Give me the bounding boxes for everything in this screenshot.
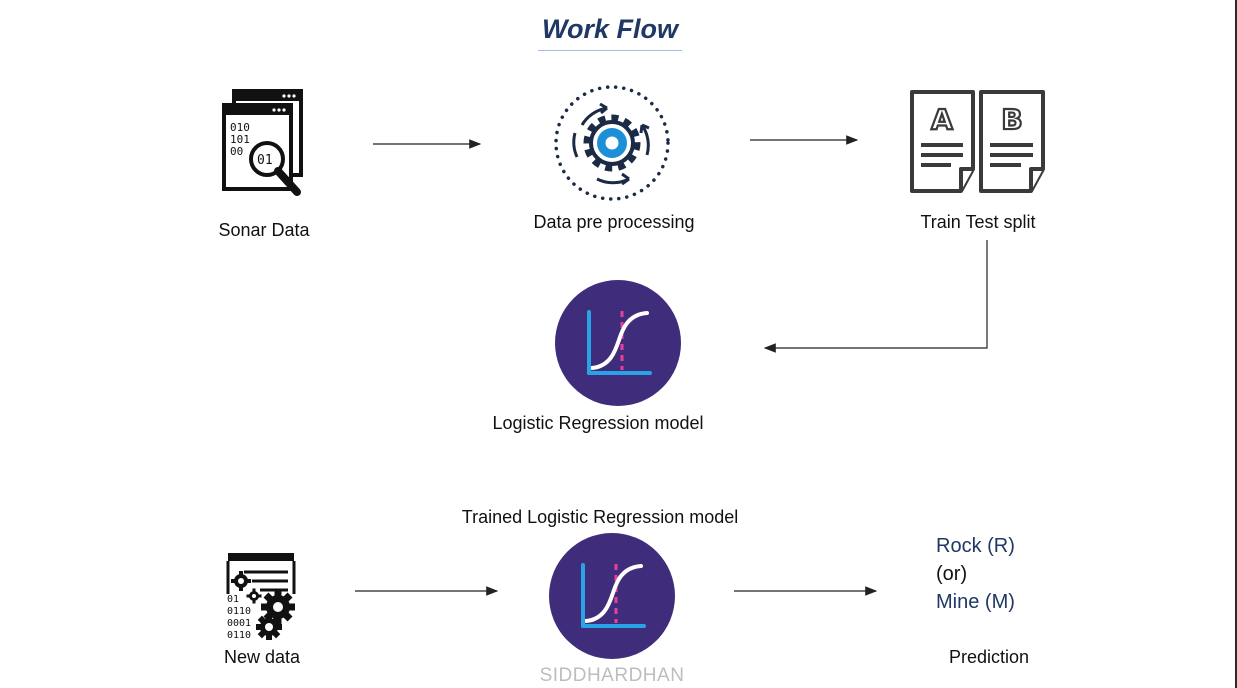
outcome-rock: Rock (R) bbox=[936, 535, 1015, 557]
node-label-prediction: Prediction bbox=[948, 647, 1030, 667]
svg-text:01: 01 bbox=[257, 153, 273, 168]
arrow-split-to-model bbox=[763, 240, 988, 353]
logistic-curve-icon bbox=[555, 280, 681, 411]
svg-text:0001: 0001 bbox=[227, 618, 251, 629]
gear-cycle-icon bbox=[549, 83, 675, 208]
node-label-new-data: New data bbox=[223, 647, 301, 667]
node-label-model: Logistic Regression model bbox=[492, 413, 704, 433]
svg-text:0110: 0110 bbox=[227, 606, 251, 617]
documents-ab-icon: A B bbox=[909, 89, 1049, 200]
binary-gears-icon: 01 0110 0001 0110 bbox=[222, 550, 302, 647]
svg-text:00: 00 bbox=[230, 145, 243, 158]
node-label-preprocessing: Data pre processing bbox=[533, 212, 695, 232]
svg-text:A: A bbox=[931, 103, 953, 136]
outcome-or: (or) bbox=[936, 563, 968, 585]
logistic-curve-icon bbox=[549, 533, 675, 664]
outcome-mine: Mine (M) bbox=[936, 591, 1015, 613]
svg-text:010: 010 bbox=[230, 121, 250, 134]
svg-text:B: B bbox=[1001, 103, 1022, 136]
svg-text:0110: 0110 bbox=[227, 630, 251, 641]
prediction-outcome: Rock (R) (or) Mine (M) bbox=[936, 532, 1015, 616]
node-label-trained-model: Trained Logistic Regression model bbox=[461, 507, 739, 527]
data-search-icon: 010 101 00 01 bbox=[218, 88, 308, 205]
node-label-sonar-data: Sonar Data bbox=[218, 220, 310, 240]
watermark: SIDDHARDHAN bbox=[539, 665, 685, 686]
svg-text:101: 101 bbox=[230, 133, 250, 146]
page-title: Work Flow bbox=[537, 14, 682, 51]
page-title-wrap: Work Flow bbox=[0, 14, 1220, 51]
node-label-split: Train Test split bbox=[920, 212, 1036, 232]
frame-edge bbox=[1235, 0, 1237, 688]
svg-text:01: 01 bbox=[227, 594, 239, 605]
